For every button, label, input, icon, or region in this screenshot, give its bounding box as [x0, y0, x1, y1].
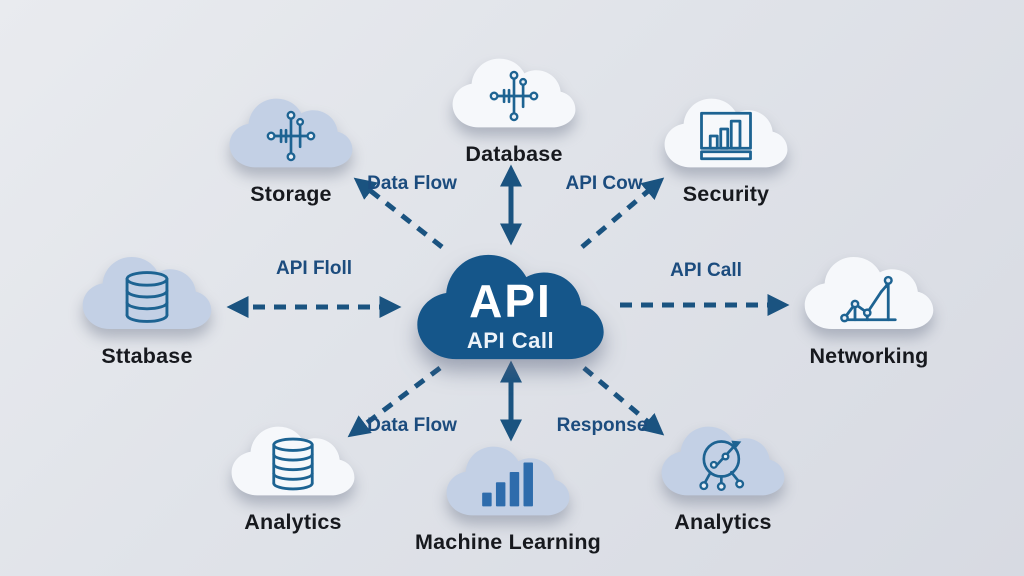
edge-label-data-flow-top-left: Data Flow [367, 173, 457, 194]
edge-label-api-call: API Call [670, 260, 742, 281]
bar-chart-frame-icon [700, 112, 752, 161]
circuit-icon [489, 71, 539, 122]
bars-icon [482, 462, 533, 507]
node-label-analytics-right: Analytics [674, 510, 772, 534]
api-title: API [469, 275, 552, 327]
cloud-icon [664, 98, 788, 168]
edge-label-data-flow-bottom-left: Data Flow [367, 415, 457, 436]
database-icon [125, 270, 169, 323]
edge-label-api-floll: API Floll [276, 258, 352, 279]
line-chart-icon [840, 275, 897, 322]
api-subtitle: API Call [466, 328, 555, 353]
edge-label-api-cow: API Cow [565, 173, 643, 194]
cloud-icon [446, 446, 570, 516]
cloud-icon [82, 257, 212, 329]
center-api-node: API API Call [408, 232, 613, 382]
cloud-icon [804, 257, 934, 329]
node-label-storage: Storage [250, 182, 332, 206]
gauge-network-icon [699, 440, 745, 492]
node-label-machine-learning: Machine Learning [415, 530, 601, 554]
edge-api-storage [353, 177, 444, 249]
node-label-networking: Networking [809, 344, 929, 368]
node-label-analytics-left: Analytics [244, 510, 342, 534]
node-analytics-right: Analytics [652, 418, 794, 535]
database-icon [272, 438, 314, 491]
edge-label-response: Response [556, 415, 648, 436]
node-networking: Networking [795, 248, 943, 369]
cloud-icon [417, 254, 604, 360]
node-sttabase: Sttabase [74, 248, 220, 369]
node-security: Security [655, 90, 797, 207]
node-label-sttabase: Sttabase [101, 344, 193, 368]
cloud-icon [661, 426, 785, 496]
edge-api-security [580, 177, 665, 249]
node-label-security: Security [682, 182, 770, 206]
node-label-database: Database [465, 142, 563, 166]
node-machine-learning: Machine Learning [415, 438, 601, 555]
node-storage: Storage [218, 90, 364, 207]
node-database: Database [438, 50, 590, 167]
edge-api-analytics-right [582, 366, 665, 436]
node-analytics-left: Analytics [222, 418, 364, 535]
circuit-icon [266, 111, 316, 162]
